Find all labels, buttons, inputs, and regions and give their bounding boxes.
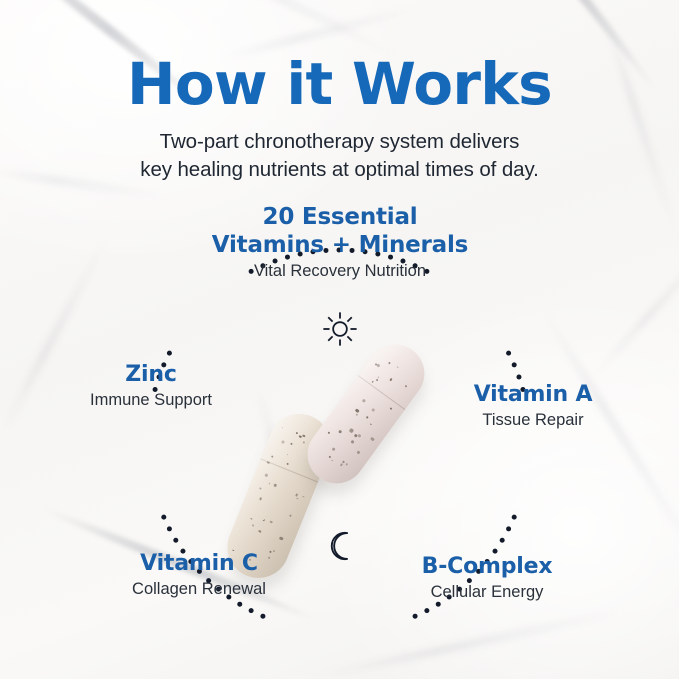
sun-icon [323,312,357,346]
node-title: Vitamin A [473,382,593,407]
subtitle-line-2: key healing nutrients at optimal times o… [140,157,539,181]
node-title: B-Complex [421,554,553,579]
node-title-line-1: 20 Essential [262,204,418,230]
node-title: 20 Essential Vitamins + Minerals [170,204,510,259]
node-vitamins-minerals: 20 Essential Vitamins + Minerals Vital R… [170,204,510,283]
node-subtitle: Vital Recovery Nutrition [253,262,427,281]
header: How it Works Two-part chronotherapy syst… [0,54,679,183]
page-title: How it Works [126,50,553,118]
page-subtitle: Two-part chronotherapy system delivers k… [0,128,679,183]
node-vitamin-a: Vitamin A Tissue Repair [420,382,646,431]
crescent-moon-icon [330,531,349,561]
node-title: Vitamin C [140,551,258,576]
node-subtitle: Tissue Repair [482,410,584,429]
node-b-complex: B-Complex Cellular Energy [374,554,600,603]
node-zinc: Zinc Immune Support [38,362,264,411]
node-vitamin-c: Vitamin C Collagen Renewal [86,551,312,600]
subtitle-line-1: Two-part chronotherapy system delivers [159,130,520,154]
node-subtitle: Immune Support [90,390,212,409]
node-title: Zinc [125,362,177,387]
node-subtitle: Collagen Renewal [132,579,266,598]
node-title-line-2: Vitamins + Minerals [211,231,469,258]
node-subtitle: Cellular Energy [430,582,544,601]
